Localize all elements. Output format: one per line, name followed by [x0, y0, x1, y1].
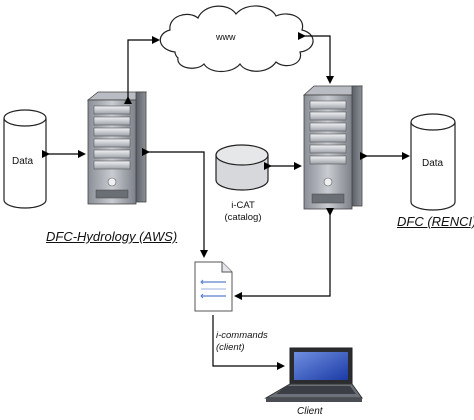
- laptop-icon: [264, 347, 363, 402]
- catalog-label-line1: i-CAT: [231, 200, 255, 211]
- server-right-label: DFC (RENCI): [397, 214, 474, 229]
- www-cloud: [159, 5, 314, 73]
- server-right: [302, 85, 364, 210]
- cloud-label: www: [216, 32, 236, 42]
- data-right-label: Data: [422, 158, 444, 169]
- connectors: [42, 32, 410, 370]
- icommands-label: i-commands (client): [216, 330, 268, 354]
- catalog-label: i-CAT (catalog): [222, 200, 264, 224]
- data-cylinder-left: [3, 109, 47, 209]
- server-left-label: DFC-Hydrology (AWS): [46, 229, 178, 244]
- icommands-label-line2: (client): [216, 342, 245, 353]
- server-left: [86, 91, 148, 205]
- catalog-cylinder: [215, 144, 269, 191]
- data-left-label: Data: [12, 156, 34, 167]
- client-label: Client: [297, 406, 323, 417]
- data-cylinder-right: [410, 113, 456, 211]
- catalog-label-line2: (catalog): [224, 212, 262, 223]
- document-icon: [194, 261, 233, 312]
- icommands-label-line1: i-commands: [216, 330, 268, 341]
